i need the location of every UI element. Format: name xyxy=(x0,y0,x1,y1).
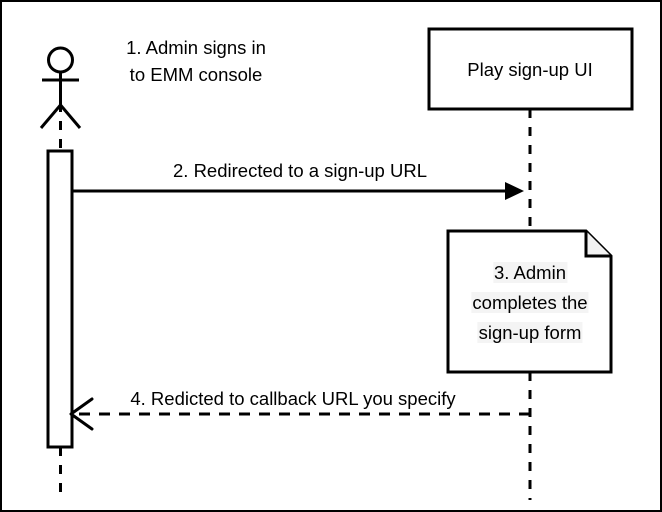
actor-caption-line-2: to EMM console xyxy=(129,64,263,85)
stick-figure-actor-icon xyxy=(39,46,82,129)
message-2-arrowhead xyxy=(505,182,524,200)
message-2-label: 2. Redirected to a sign-up URL xyxy=(173,160,427,181)
actor-activation-bar xyxy=(46,149,74,449)
participant-label-play-signup-ui[interactable]: Play sign-up UI xyxy=(467,59,593,80)
note-3-line-2: completes the xyxy=(471,292,589,313)
note-3-text: 3. Admin completes the sign-up form xyxy=(471,258,589,348)
actor-caption-line-1: 1. Admin signs in xyxy=(126,37,266,58)
note-3-folded-corner-icon xyxy=(584,231,611,258)
message-4-label: 4. Redicted to callback URL you specify xyxy=(130,388,456,409)
message-4-arrowhead xyxy=(69,397,94,431)
note-3-line-3: sign-up form xyxy=(477,322,583,343)
note-3-line-1: 3. Admin xyxy=(493,262,567,283)
actor-caption: 1. Admin signs in to EMM console xyxy=(126,34,266,88)
